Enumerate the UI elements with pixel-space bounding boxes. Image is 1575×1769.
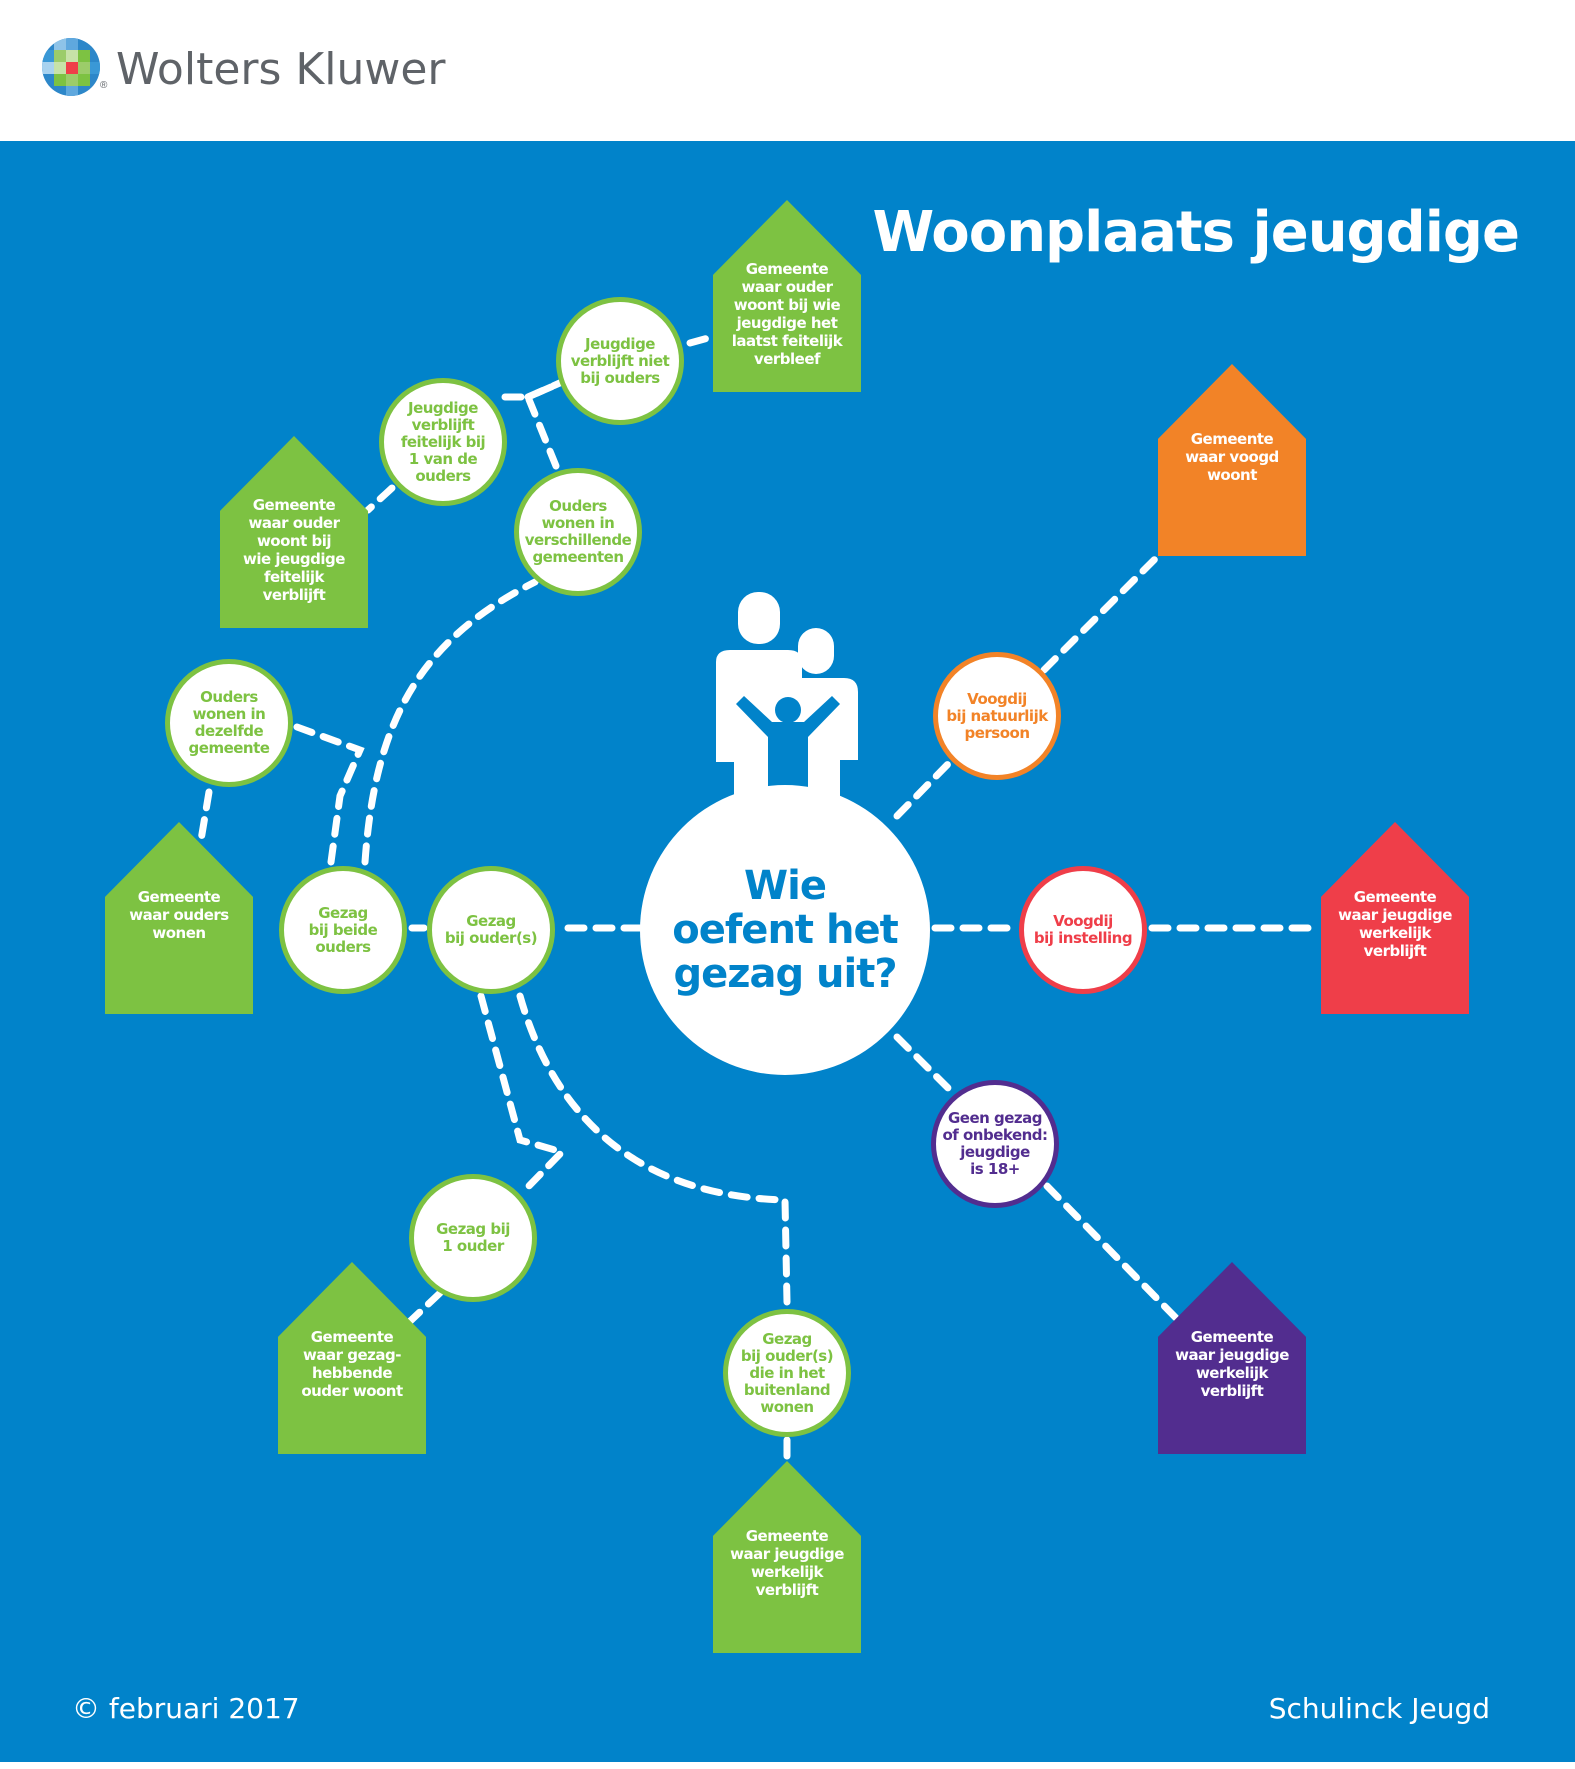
central-question-circle: Wie oefent het gezag uit? [640, 785, 930, 1075]
wolters-kluwer-logo-icon [42, 38, 100, 96]
family-icon [716, 592, 862, 802]
central-question: Wie oefent het gezag uit? [672, 863, 898, 997]
page-title: Woonplaats jeugdige [872, 200, 1520, 265]
node-gezag-bij-1-ouder: Gezag bij 1 ouder [409, 1174, 537, 1302]
copyright-date: © februari 2017 [72, 1692, 300, 1725]
bottom-strip [0, 1762, 1575, 1769]
node-voogdij-natuurlijk-persoon: Voogdij bij natuurlijk persoon [933, 652, 1061, 780]
node-gezag-bij-ouders: Gezag bij ouder(s) [427, 866, 555, 994]
registered-mark: ® [100, 80, 108, 91]
node-gezag-ouders-buitenland: Gezag bij ouder(s) die in het buitenland… [723, 1309, 851, 1437]
node-ouders-verschillende-gemeenten: Ouders wonen in verschillende gemeenten [514, 468, 642, 596]
node-jeugdige-feitelijk-bij-1-ouder: Jeugdige verblijft feitelijk bij 1 van d… [379, 378, 507, 506]
node-ouders-dezelfde-gemeente: Ouders wonen in dezelfde gemeente [165, 659, 293, 787]
node-gezag-bij-beide-ouders: Gezag bij beide ouders [279, 866, 407, 994]
publisher-name: Schulinck Jeugd [1268, 1692, 1490, 1725]
node-geen-gezag-18plus: Geen gezag of onbekend: jeugdige is 18+ [931, 1080, 1059, 1208]
header: ® Wolters Kluwer [0, 0, 1575, 141]
node-jeugdige-niet-bij-ouders: Jeugdige verblijft niet bij ouders [556, 297, 684, 425]
node-voogdij-instelling: Voogdij bij instelling [1019, 866, 1147, 994]
brand-name: Wolters Kluwer [116, 44, 446, 95]
